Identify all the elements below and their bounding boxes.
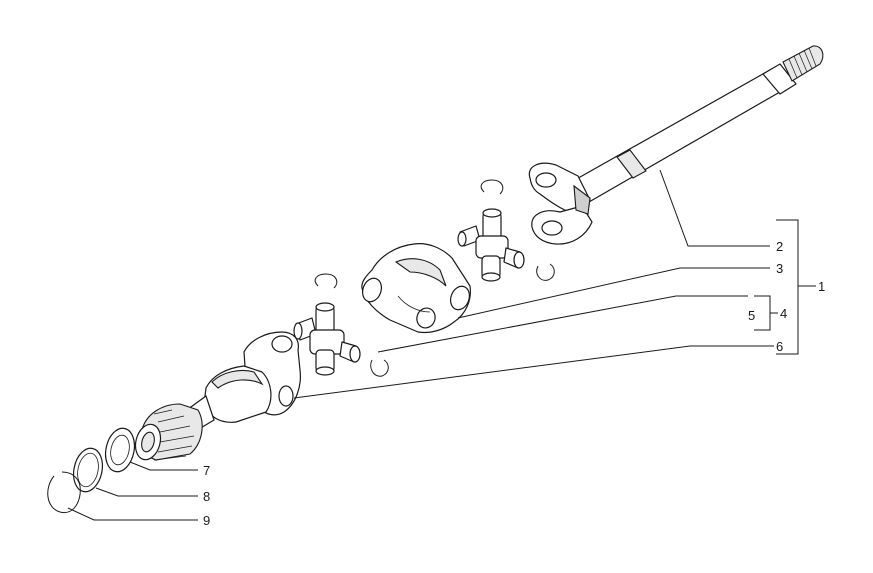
lower-universal-joint-cross <box>293 302 361 376</box>
callout-2: 2 <box>776 239 783 254</box>
retaining-snap-ring <box>47 471 81 514</box>
inner-axle-shaft-yoke <box>134 331 301 461</box>
upper-snap-ring-top <box>480 179 504 195</box>
callout-1: 1 <box>818 279 825 294</box>
callout-7: 7 <box>203 463 210 478</box>
callout-5: 5 <box>748 308 755 323</box>
callout-4: 4 <box>780 306 787 321</box>
callout-3: 3 <box>776 261 783 276</box>
callout-6: 6 <box>776 339 783 354</box>
lower-snap-ring-top <box>314 273 338 289</box>
upper-universal-joint-cross <box>457 208 525 282</box>
upper-snap-ring-side <box>536 263 555 281</box>
outer-axle-shaft <box>528 45 824 245</box>
callout-8: 8 <box>203 489 210 504</box>
center-double-yoke <box>361 243 471 334</box>
callout-9: 9 <box>203 513 210 528</box>
lower-snap-ring-side <box>370 359 389 377</box>
leader-lines <box>67 169 816 521</box>
needle-bearing-ring <box>72 447 104 493</box>
thrust-washer <box>104 427 136 473</box>
